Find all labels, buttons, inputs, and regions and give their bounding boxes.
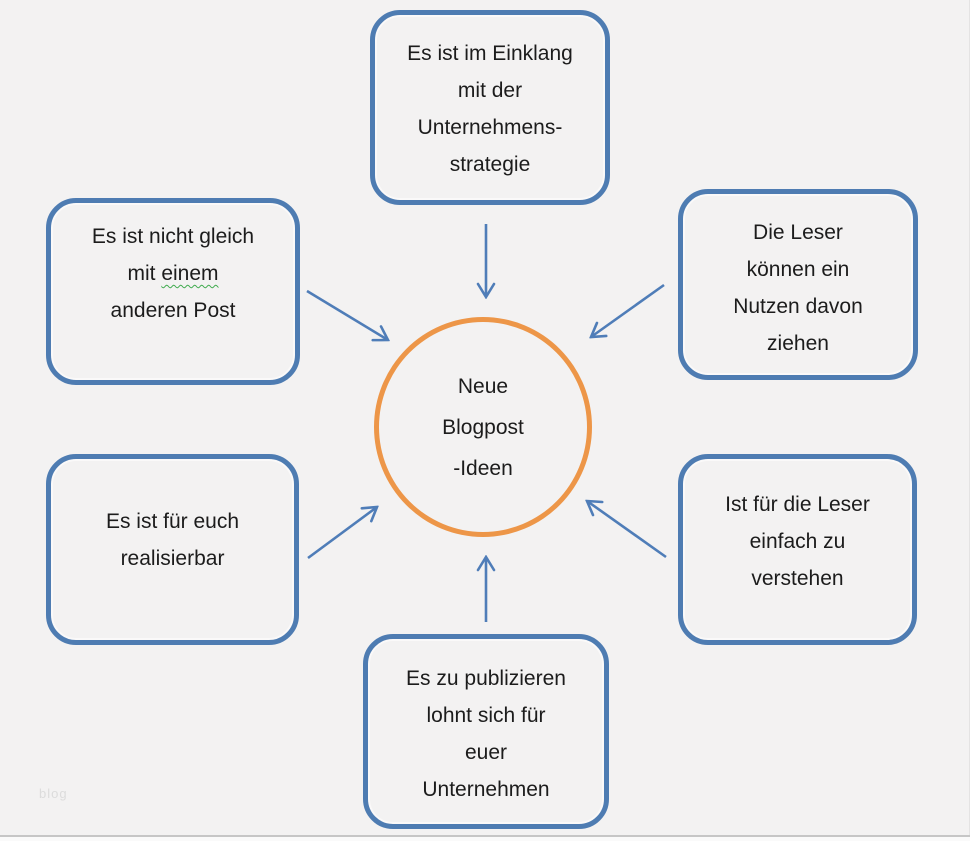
text-line: mit der xyxy=(375,72,605,109)
text-segment: euer xyxy=(464,741,508,764)
text-line: Es ist nicht gleich xyxy=(51,218,295,255)
node-einfach-verstehen: Ist für die Leser einfach zu verstehen xyxy=(678,454,917,645)
text-segment: Es ist im Einklang xyxy=(407,42,573,65)
text-segment: können ein xyxy=(746,258,850,281)
text-line: strategie xyxy=(375,146,605,183)
text-segment: -Ideen xyxy=(453,456,513,480)
node-nicht-gleich: Es ist nicht gleich mit einem anderen Post xyxy=(46,198,300,385)
node-realisierbar: Es ist für euch realisierbar xyxy=(46,454,299,645)
text-line: anderen Post xyxy=(51,292,295,329)
text-line: lohnt sich für xyxy=(368,697,604,734)
text-segment: Blogpost xyxy=(442,415,524,439)
text-line: Ist für die Leser xyxy=(683,486,912,523)
text-segment: Es ist für euch xyxy=(105,510,240,533)
text-line: Es zu publizieren xyxy=(368,660,604,697)
text-line: einfach zu xyxy=(683,523,912,560)
bottom-divider-line xyxy=(0,835,970,837)
text-segment: Neue xyxy=(457,374,509,398)
text-segment: ziehen xyxy=(767,332,829,355)
bottom-gutter xyxy=(0,837,970,841)
arrow-left-bottom-to-center xyxy=(307,507,377,560)
text-segment: Es zu publizieren xyxy=(406,667,566,690)
text-line: verstehen xyxy=(683,560,912,597)
text-segment: realisierbar xyxy=(120,547,225,570)
text-segment: Unternehmen xyxy=(422,778,550,801)
spellcheck-word: einem xyxy=(161,262,219,285)
text-segment: strategie xyxy=(449,153,531,176)
text-line: -Ideen xyxy=(453,448,513,489)
text-segment: Die Leser xyxy=(753,221,843,244)
arrow-right-top-to-center xyxy=(591,283,665,337)
text-segment: mit der xyxy=(457,79,523,102)
text-segment: lohnt sich für xyxy=(426,704,546,727)
text-segment: Nutzen davon xyxy=(733,295,863,318)
text-line: realisierbar xyxy=(51,540,294,577)
text-line: Neue xyxy=(458,366,508,407)
text-line: Die Leser xyxy=(683,214,913,251)
arrow-left-top-to-center xyxy=(306,289,388,340)
text-segment: Unternehmens- xyxy=(417,116,563,139)
arrow-right-bottom-to-center xyxy=(587,501,667,559)
watermark-blog: blog xyxy=(39,786,68,801)
text-segment: verstehen xyxy=(751,567,844,590)
text-line: mit einem xyxy=(51,255,295,292)
text-segment: mit xyxy=(127,262,162,285)
text-segment: einfach zu xyxy=(749,530,846,553)
text-line: Es ist im Einklang xyxy=(375,35,605,72)
text-segment: Es ist nicht gleich xyxy=(91,225,255,248)
text-segment: Ist für die Leser xyxy=(725,493,870,516)
text-line: Unternehmen xyxy=(368,771,604,808)
text-line: Blogpost xyxy=(442,407,524,448)
text-line: ziehen xyxy=(683,325,913,362)
text-segment: anderen Post xyxy=(110,299,236,322)
text-line: euer xyxy=(368,734,604,771)
text-line: Nutzen davon xyxy=(683,288,913,325)
text-line: Es ist für euch xyxy=(51,503,294,540)
text-line: Unternehmens- xyxy=(375,109,605,146)
text-line: können ein xyxy=(683,251,913,288)
